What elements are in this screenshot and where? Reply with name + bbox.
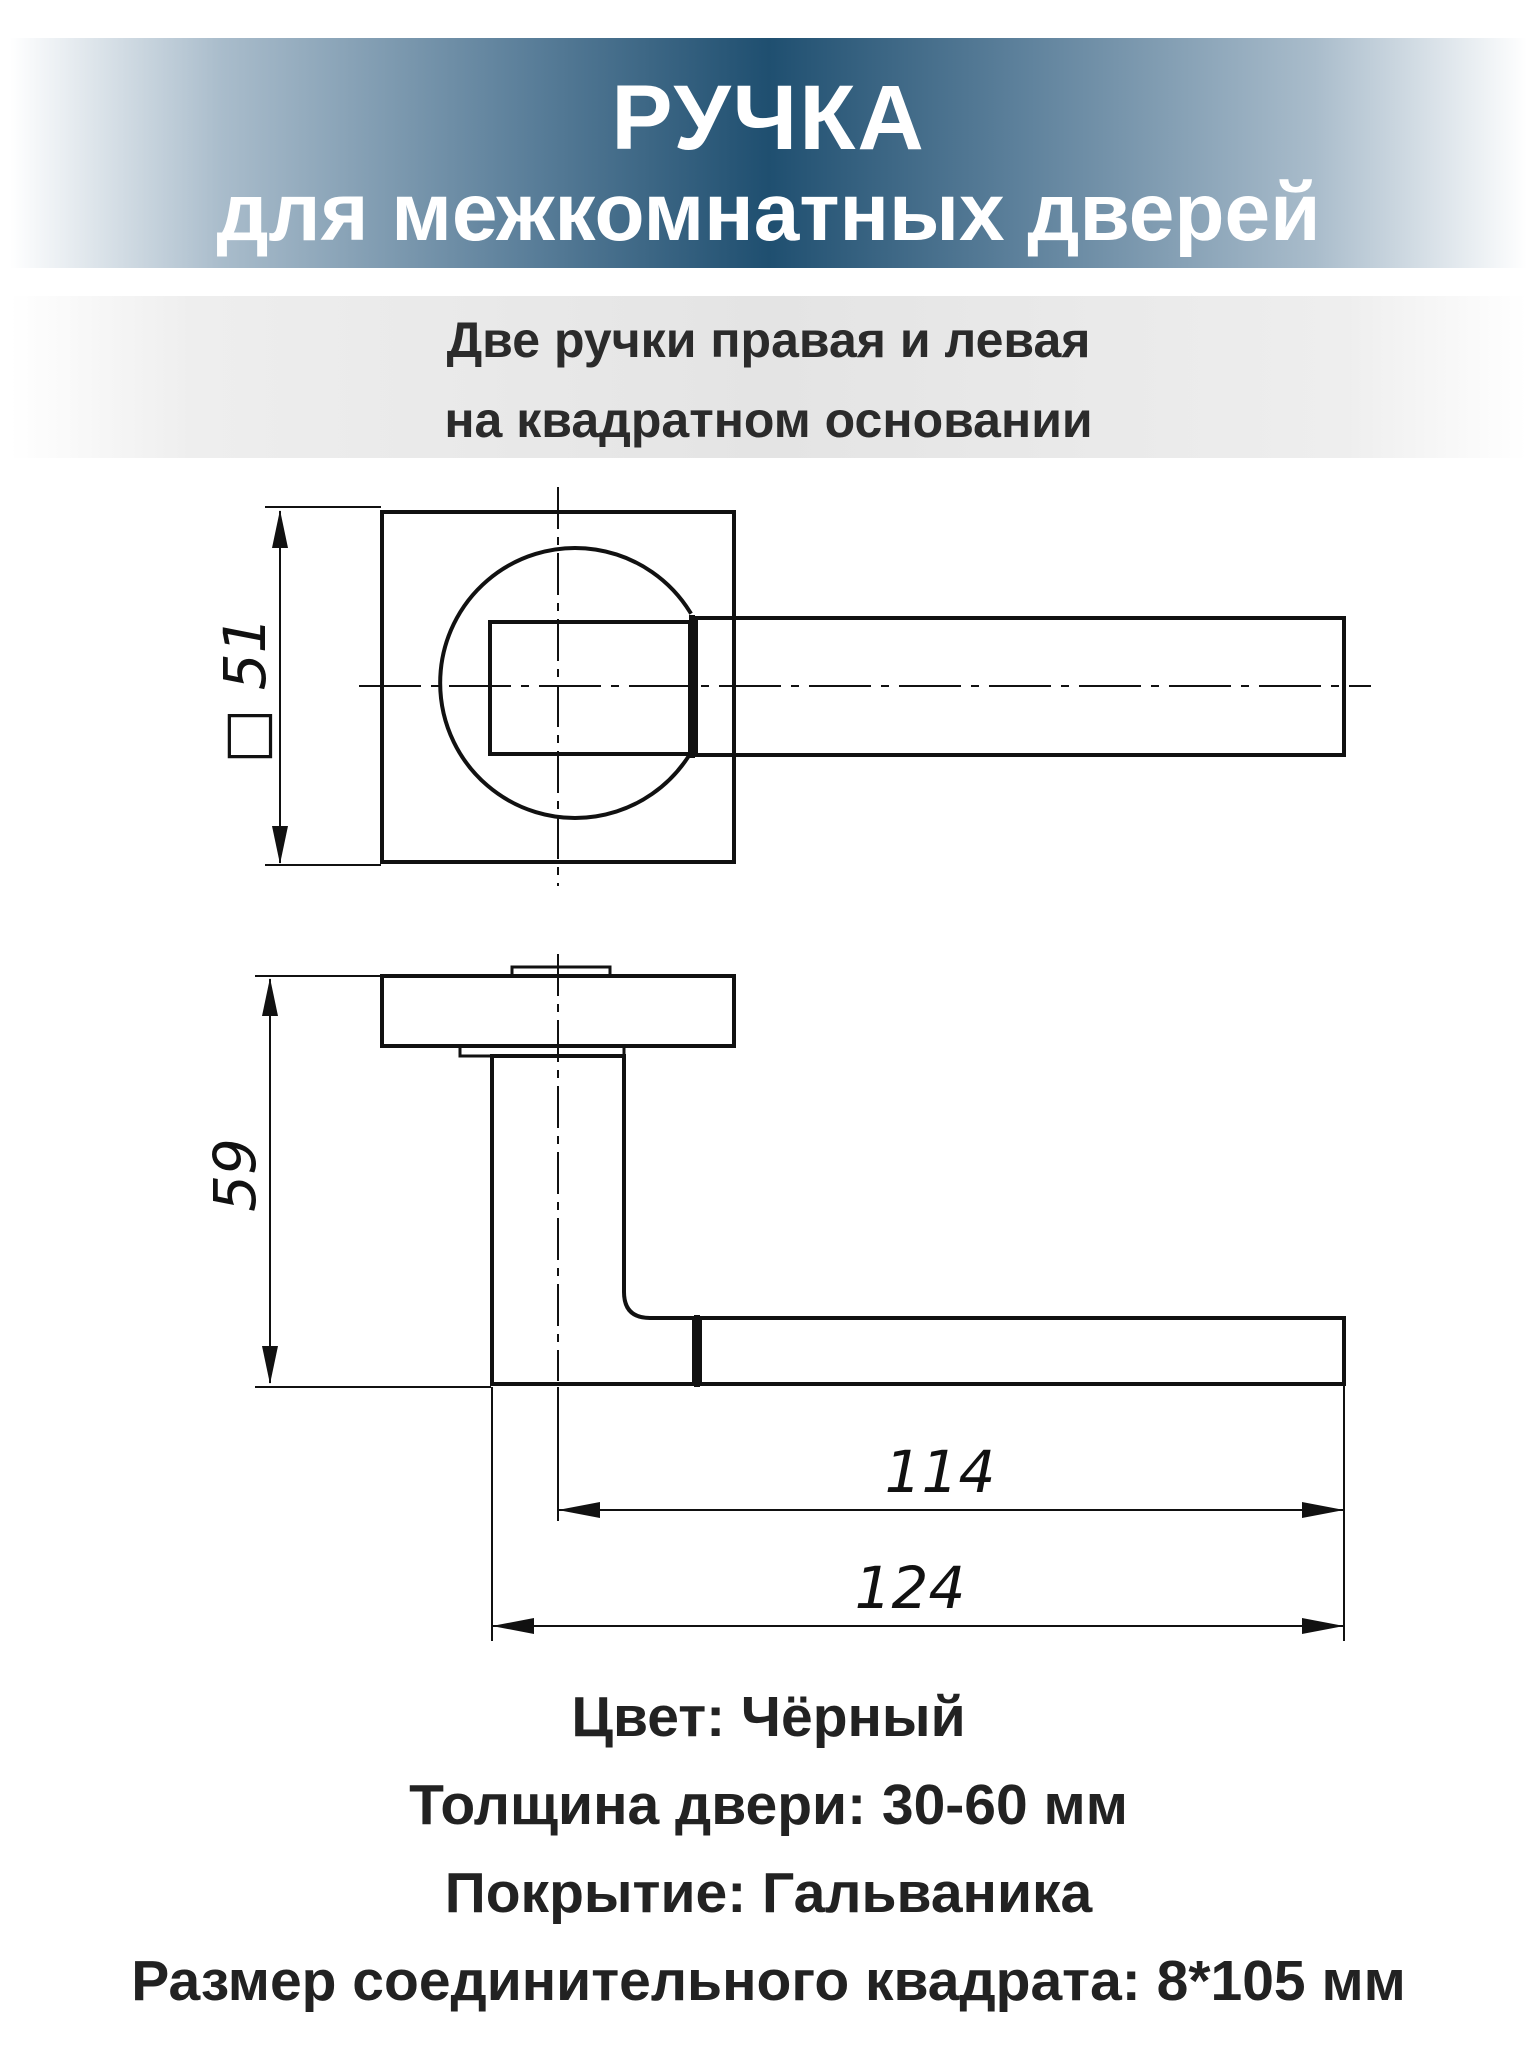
front-view: [265, 487, 1371, 886]
dimension-label-124: 124: [855, 1554, 966, 1622]
lever-neck: [488, 620, 692, 756]
spec-door-thickness: Толщина двери: 30-60 мм: [409, 1773, 1128, 1837]
description-banner: [10, 296, 1527, 458]
spec-color: Цвет: Чёрный: [571, 1685, 966, 1749]
product-title: РУЧКА: [611, 67, 926, 169]
spec-spindle-size: Размер соединительного квадрата: 8*105 м…: [131, 1949, 1406, 2013]
spec-coating: Покрытие: Гальваника: [444, 1861, 1093, 1925]
lever-bar: [694, 616, 1346, 757]
side-view: [255, 954, 1346, 1641]
description-line-2: на квадратном основании: [444, 392, 1093, 448]
title-banner: [10, 38, 1527, 268]
dimension-label-51: □ 51: [211, 616, 279, 763]
lever-grip-profile: [698, 1316, 1346, 1386]
dimension-label-114: 114: [885, 1438, 996, 1506]
lever-profile: [490, 1054, 696, 1386]
product-subtitle: для межкомнатных дверей: [216, 167, 1321, 258]
round-rosette: [438, 546, 693, 820]
dimension-label-59: 59: [201, 1138, 269, 1212]
description-line-1: Две ручки правая и левая: [446, 312, 1091, 368]
